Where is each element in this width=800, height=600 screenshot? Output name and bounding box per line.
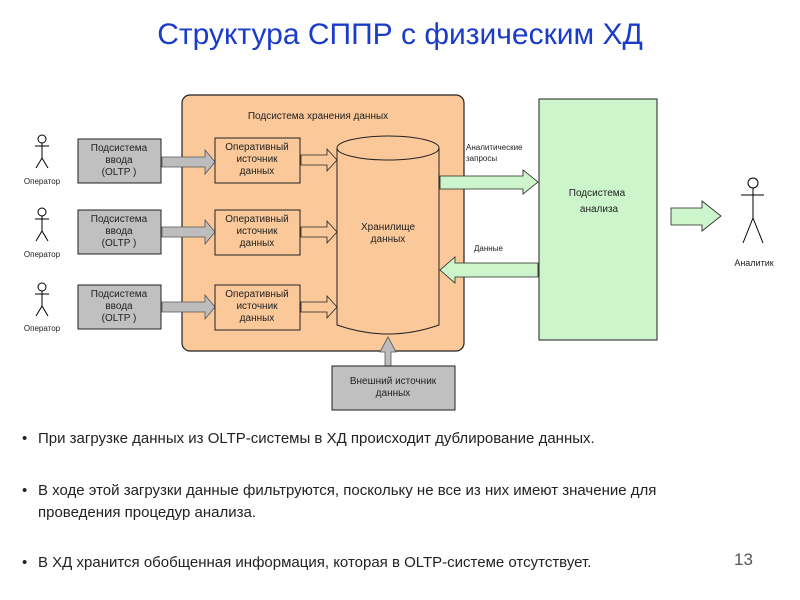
analyst-label: Аналитик: [734, 258, 773, 268]
analyst-icon: [741, 177, 764, 244]
bullet-text: При загрузке данных из OLTP-системы в ХД…: [38, 430, 595, 447]
oltp-label-line2: ввода: [105, 301, 133, 312]
operational-source-line2: источник: [236, 154, 278, 165]
operational-source-line2: источник: [236, 226, 278, 237]
oltp-label-line1: Подсистема: [91, 214, 148, 225]
operational-source-box: [214, 137, 301, 184]
operational-source-line1: Оперативный: [225, 142, 288, 153]
analysis-label-line1: Подсистема: [569, 188, 626, 199]
operator-icon: [35, 282, 49, 317]
data-warehouse-cylinder: Хранилище данных: [336, 135, 440, 335]
bullet-item: • В ХД хранится обобщенная информация, к…: [22, 552, 798, 574]
bullet-icon: •: [22, 554, 28, 571]
operational-source-line2: источник: [236, 301, 278, 312]
operator-label: Оператор: [24, 177, 61, 186]
oltp-subsystem-box: [77, 209, 162, 255]
external-source-line2: данных: [376, 388, 411, 399]
oltp-subsystem-box: [77, 138, 162, 184]
operator-label: Оператор: [24, 250, 61, 259]
external-source: Внешний источник данных: [331, 336, 456, 411]
arrow-right-icon: [300, 147, 338, 173]
operator-row-1: Оператор Подсистема ввода (OLTP ) Операт…: [24, 134, 338, 186]
slide-title: Структура СППР с физическим ХД: [157, 18, 643, 51]
operator-label: Оператор: [24, 324, 61, 333]
arrow-right-icon: [161, 148, 216, 176]
oltp-label-line1: Подсистема: [91, 289, 148, 300]
bullet-text: В ХД хранится обобщенная информация, кот…: [38, 554, 592, 571]
bullet-item: • В ходе этой загрузки данные фильтруютс…: [22, 480, 798, 524]
bullet-text-line2: проведения процедур анализа.: [38, 504, 256, 521]
operator-icon: [35, 207, 49, 242]
oltp-label-line3: (OLTP ): [102, 313, 137, 324]
external-source-box: [331, 365, 456, 411]
bullet-text-line1: В ходе этой загрузки данные фильтруются,…: [38, 482, 657, 499]
operational-source-box: [214, 209, 301, 256]
oltp-label-line3: (OLTP ): [102, 167, 137, 178]
operator-row-2: Оператор Подсистема ввода (OLTP ) Операт…: [24, 207, 338, 259]
arrow-right-icon: [439, 169, 539, 195]
operator-row-3: Оператор Подсистема ввода (OLTP ) Операт…: [24, 282, 338, 333]
oltp-label-line1: Подсистема: [91, 143, 148, 154]
data-label: Данные: [474, 244, 503, 253]
oltp-subsystem-box: [77, 284, 162, 330]
warehouse-label-line2: данных: [371, 234, 406, 245]
operational-source-line3: данных: [240, 313, 275, 324]
operational-source-line1: Оперативный: [225, 214, 288, 225]
warehouse-label-line1: Хранилище: [361, 222, 415, 233]
analytic-queries-label-line1: Аналитические: [466, 143, 523, 152]
arrow-right-icon: [300, 294, 338, 320]
arrow-right-icon: [300, 219, 338, 245]
operational-source-line3: данных: [240, 166, 275, 177]
analysis-label-line2: анализа: [580, 204, 619, 215]
operational-source-line3: данных: [240, 238, 275, 249]
bullet-icon: •: [22, 482, 28, 499]
page-number: 13: [734, 550, 753, 569]
analysis-subsystem-box: [538, 98, 658, 341]
oltp-label-line2: ввода: [105, 226, 133, 237]
external-source-line1: Внешний источник: [350, 376, 437, 387]
storage-subsystem-label: Подсистема хранения данных: [248, 111, 388, 122]
arrow-right-icon: [161, 293, 216, 321]
dss-diagram: Подсистема хранения данных Оператор Подс…: [24, 94, 774, 411]
oltp-label-line3: (OLTP ): [102, 238, 137, 249]
bullet-icon: •: [22, 430, 28, 447]
operational-source-box: [214, 284, 301, 331]
analysis-subsystem: Подсистема анализа: [538, 98, 658, 341]
operator-icon: [35, 134, 49, 169]
operational-source-line1: Оперативный: [225, 289, 288, 300]
arrow-up-icon: [379, 336, 397, 367]
bullet-item: • При загрузке данных из OLTP-системы в …: [22, 428, 798, 450]
arrow-left-icon: [439, 256, 539, 284]
analytic-queries-label-line2: запросы: [466, 154, 497, 163]
arrow-right-icon: [670, 200, 722, 232]
oltp-label-line2: ввода: [105, 155, 133, 166]
arrow-right-icon: [161, 218, 216, 246]
